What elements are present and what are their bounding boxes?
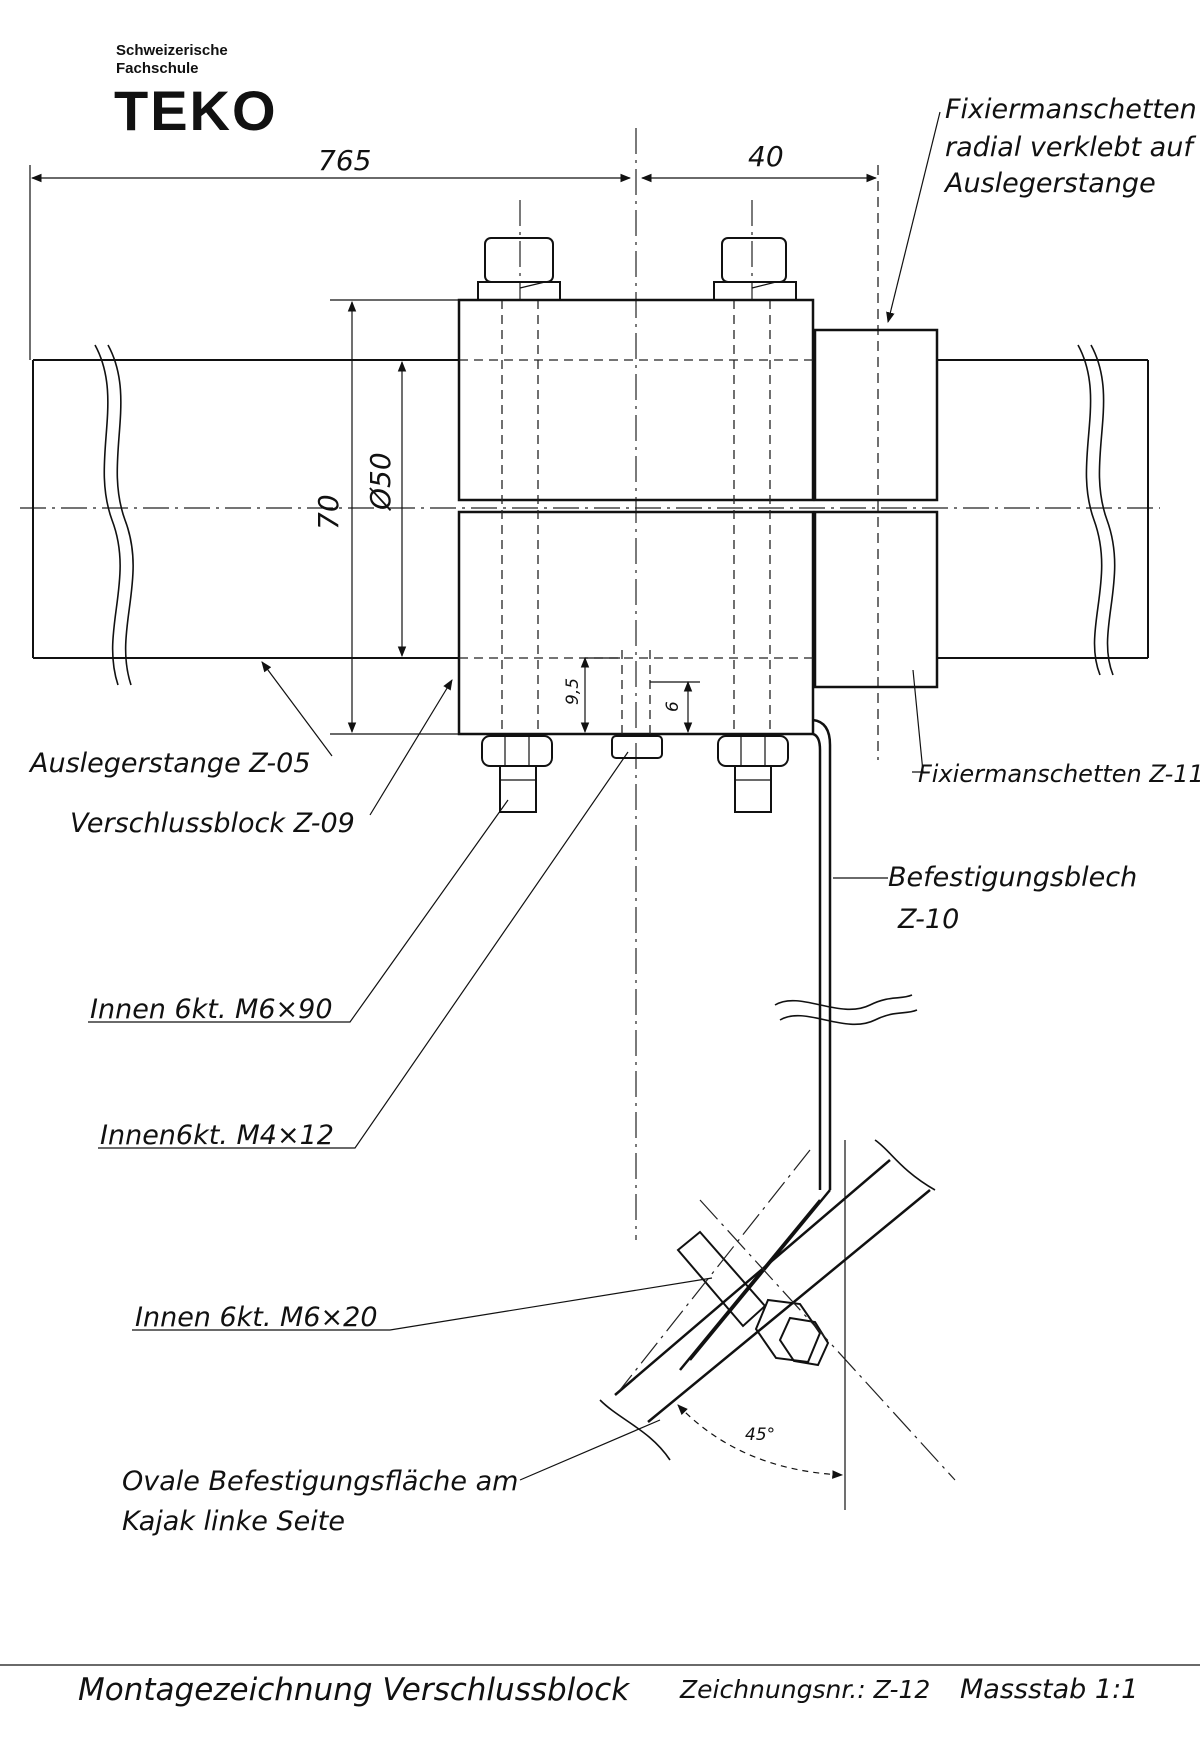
- befestigungsblech: [679, 718, 918, 1510]
- teko-logo: Schweizerische Fachschule TEKO: [114, 42, 278, 142]
- label-fixier-top-2: radial verklebt auf: [945, 132, 1196, 163]
- dim-angle: 45°: [745, 1425, 775, 1445]
- dimension-top-width: 765 40: [29, 140, 879, 760]
- label-screw-m6x20: Innen 6kt. M6×20: [135, 1302, 378, 1333]
- label-screw-m4x12: Innen6kt. M4×12: [100, 1120, 334, 1151]
- dim-width-left: 765: [318, 144, 371, 177]
- drawing-scale: Massstab 1:1: [960, 1674, 1138, 1705]
- label-fixier-top-1: Fixiermanschetten: [945, 94, 1197, 125]
- title-block: Montagezeichnung Verschlussblock Zeichnu…: [0, 1664, 1200, 1708]
- leader-lines: [88, 111, 941, 1481]
- label-oval-1: Ovale Befestigungsfläche am: [122, 1466, 518, 1497]
- label-befestigung-1: Befestigungsblech: [888, 862, 1137, 893]
- dim-width-right: 40: [748, 140, 784, 173]
- center-lines: [20, 128, 1160, 1240]
- dim-slot-inner: 6: [663, 701, 683, 712]
- angled-mount: 45°: [599, 1139, 956, 1481]
- logo-line-1: Schweizerische: [116, 42, 228, 59]
- dimensions-vertical: 70 Ø50 9,5 6: [312, 299, 700, 735]
- verschlussblock: [457, 298, 815, 736]
- logo-line-2: Fachschule: [116, 60, 199, 77]
- auslegerstange-tube: [32, 344, 1149, 686]
- dim-height-total: 70: [312, 494, 345, 530]
- labels: Fixiermanschetten radial verklebt auf Au…: [28, 94, 1200, 1537]
- label-oval-2: Kajak linke Seite: [122, 1506, 345, 1537]
- bolt-heads-top: [477, 237, 797, 301]
- dim-diameter: Ø50: [364, 452, 397, 511]
- fixiermanschette: [813, 328, 939, 689]
- label-verschlussblock: Verschlussblock Z-09: [70, 808, 355, 839]
- nuts-bottom: [481, 735, 789, 813]
- label-screw-m6x90: Innen 6kt. M6×90: [90, 994, 333, 1025]
- logo-name: TEKO: [114, 79, 278, 142]
- title-text: Montagezeichnung Verschlussblock: [78, 1672, 630, 1708]
- drawing-number: Zeichnungsnr.: Z-12: [679, 1675, 930, 1704]
- label-fixier-bottom: Fixiermanschetten Z-11: [918, 760, 1200, 788]
- label-auslegerstange: Auslegerstange Z-05: [28, 748, 311, 779]
- label-fixier-top-3: Auslegerstange: [943, 168, 1156, 199]
- dim-slot-depth: 9,5: [563, 678, 583, 705]
- label-befestigung-2: Z-10: [897, 904, 959, 935]
